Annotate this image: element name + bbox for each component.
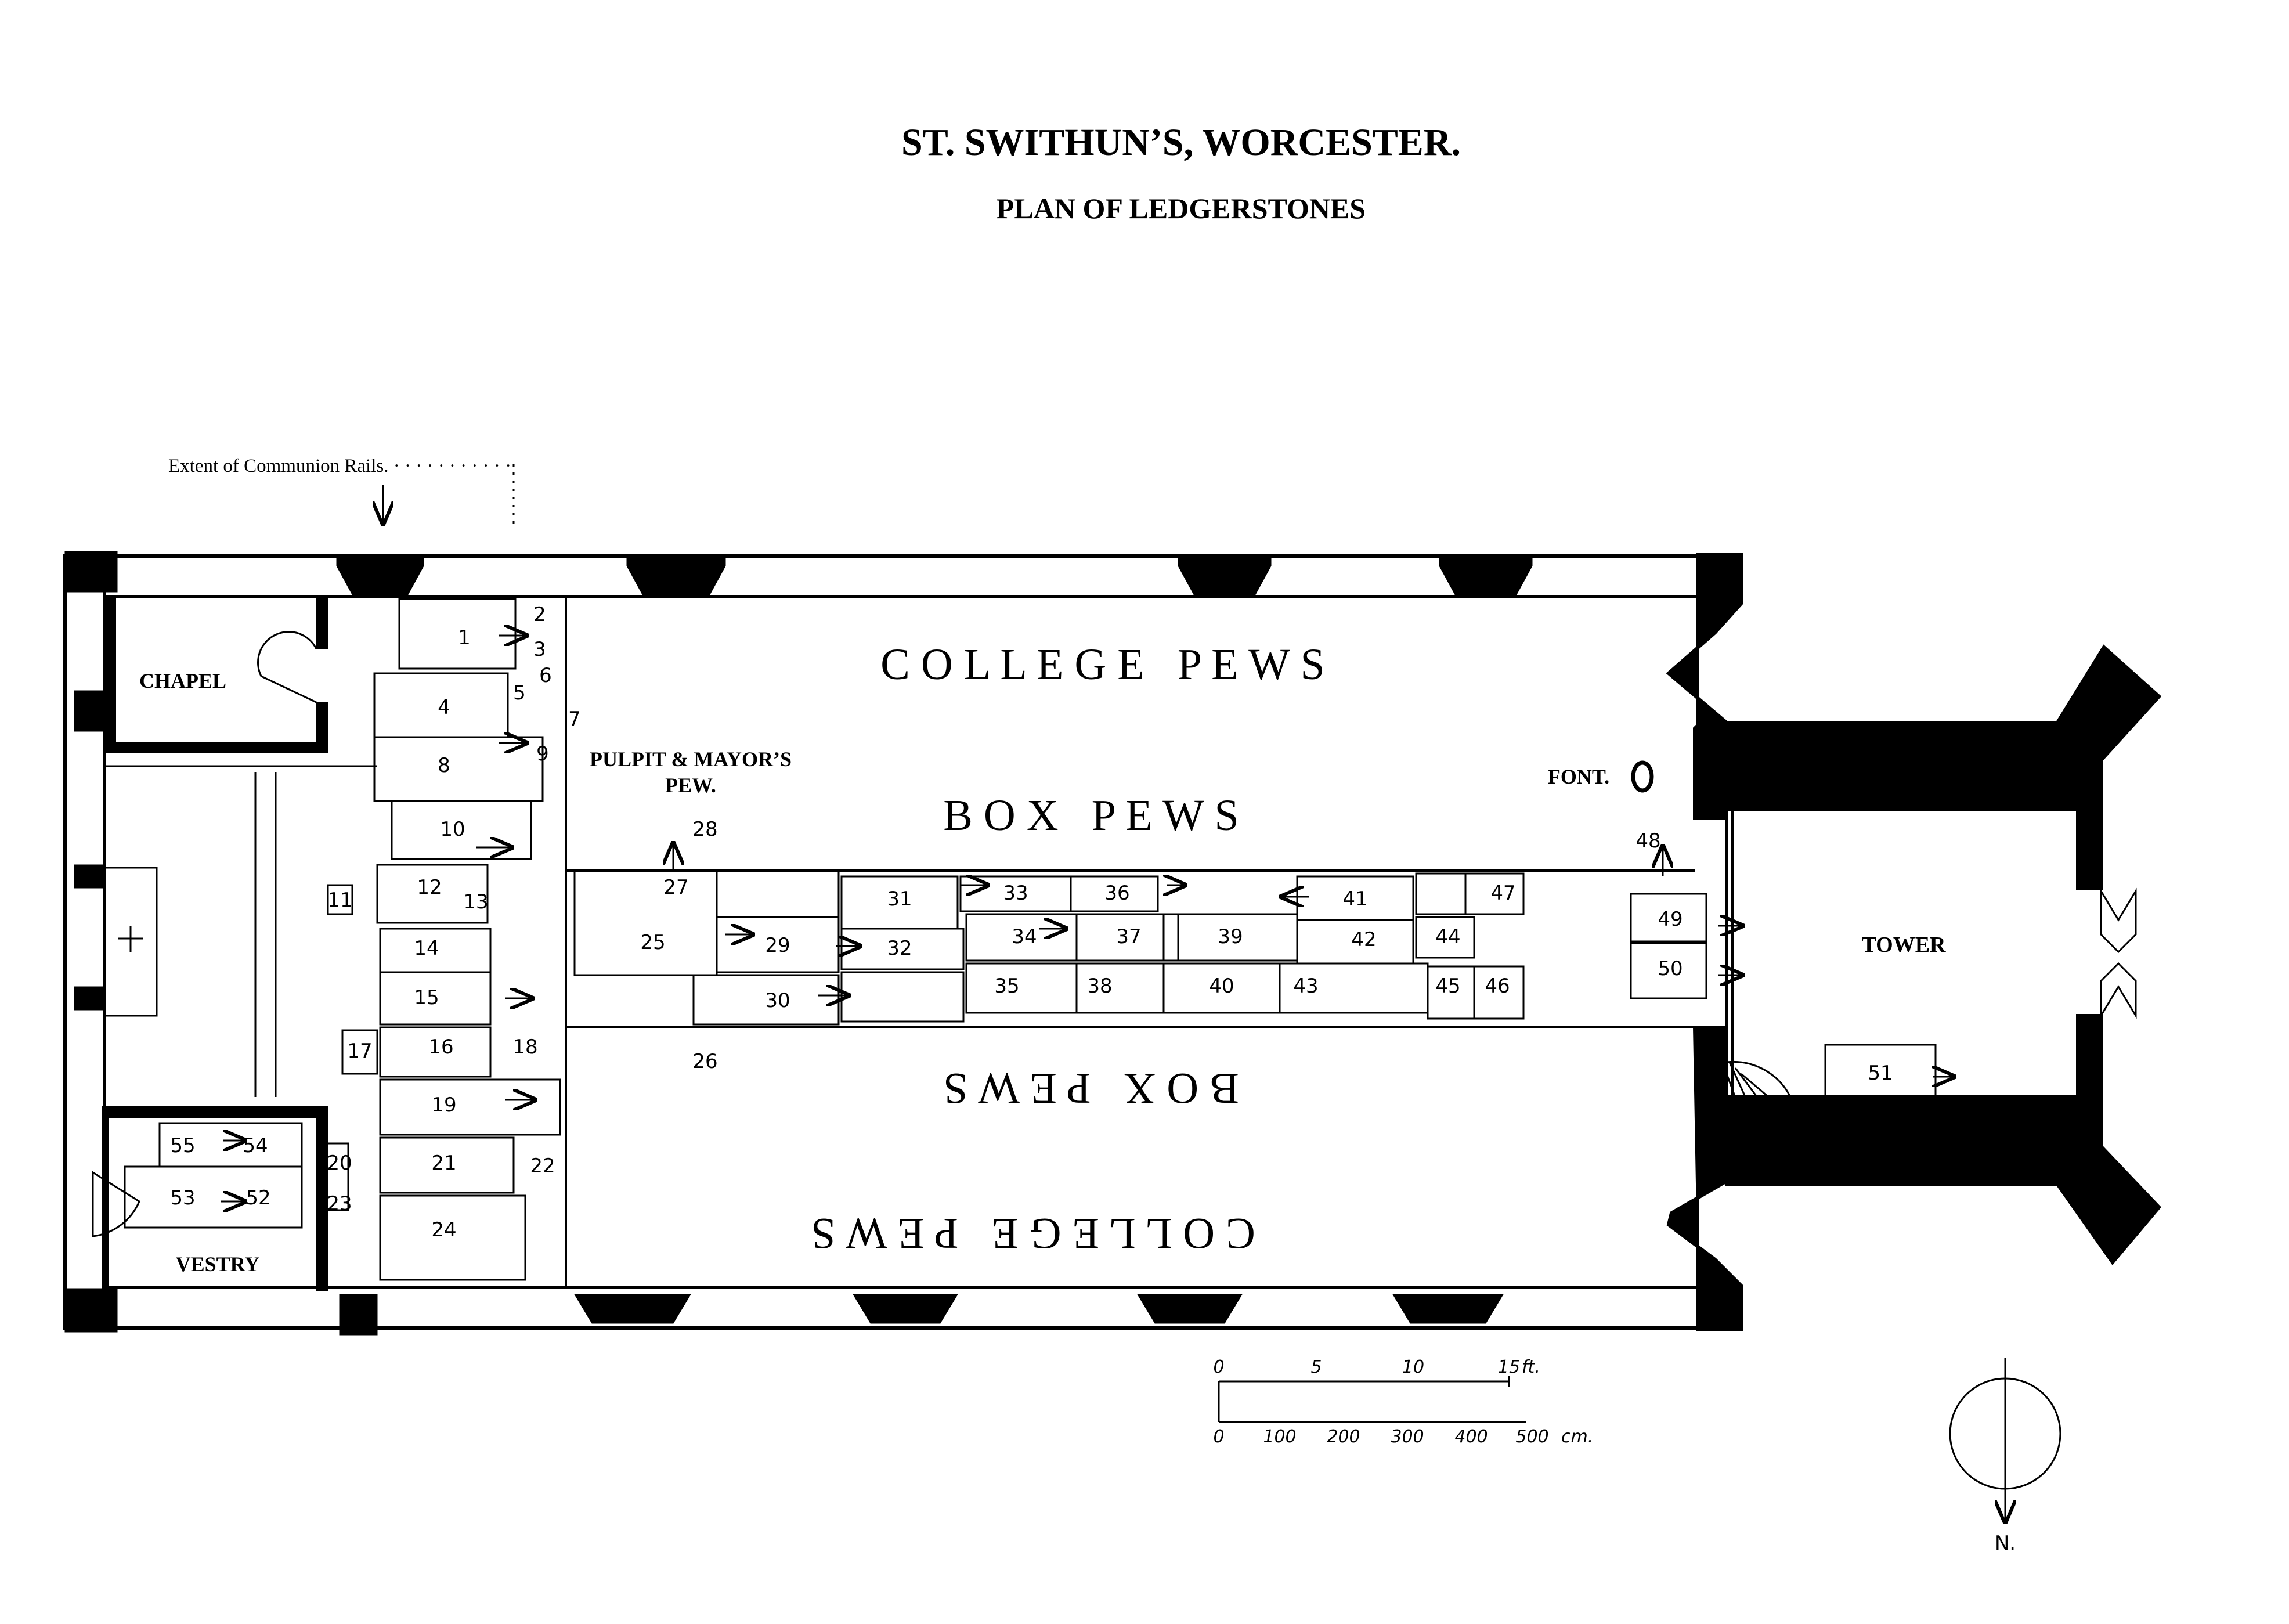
ledgerstone-46: 46	[1485, 975, 1510, 998]
ledgerstone-25: 25	[640, 931, 665, 954]
ledgerstone-27: 27	[663, 876, 688, 899]
vestry-walls	[102, 1106, 328, 1291]
orientation-arrows	[221, 636, 1953, 1201]
communion-rails-indicator	[383, 464, 515, 525]
ledgerstone-47: 47	[1490, 882, 1515, 905]
scale-ft-10: 10	[1402, 1357, 1424, 1377]
ledgerstone-4: 4	[438, 696, 450, 719]
plan-title: ST. SWITHUN’S, WORCESTER.	[901, 121, 1461, 164]
ledgerstone-1: 1	[458, 626, 471, 649]
ledgerstone-labels: 1 2 3 4 5 6 7 8 9 10 11 12 13 14 15 16 1…	[170, 603, 1893, 1242]
ledgerstone-38: 38	[1087, 975, 1112, 998]
college-pews-top-label: C O L L E G E P E W S	[880, 640, 1325, 689]
scale-cm-300: 300	[1391, 1427, 1424, 1447]
altar-cross-icon	[103, 867, 158, 1017]
scale-cm-500: 500	[1515, 1427, 1548, 1447]
ledgerstone-44: 44	[1435, 925, 1460, 948]
ledgerstone-53: 53	[170, 1186, 195, 1210]
ledgerstone-19: 19	[431, 1094, 456, 1117]
ledgerstone-12: 12	[417, 876, 442, 899]
plan-subtitle: PLAN OF LEDGERSTONES	[996, 192, 1366, 225]
box-pews-bottom-label: B O X P E W S	[943, 1064, 1239, 1113]
ledgerstone-3: 3	[533, 638, 546, 661]
box-pews-top-label: B O X P E W S	[943, 791, 1239, 840]
ledgerstone-52: 52	[245, 1186, 270, 1210]
ledgerstone-34: 34	[1012, 925, 1037, 948]
ledgerstone-14: 14	[414, 937, 439, 960]
ledgerstone-26: 26	[692, 1050, 717, 1073]
ledgerstone-10: 10	[440, 818, 465, 841]
scale-cm-400: 400	[1454, 1427, 1488, 1447]
ledgerstone-21: 21	[431, 1152, 456, 1175]
chapel-walls	[104, 597, 328, 753]
ledgerstone-39: 39	[1218, 925, 1243, 948]
ledgerstone-43: 43	[1293, 975, 1318, 998]
scale-ft-unit: ft.	[1522, 1357, 1540, 1377]
ledgerstone-18: 18	[512, 1035, 537, 1059]
ledgerstone-16: 16	[428, 1035, 453, 1059]
font-label: FONT.	[1548, 765, 1609, 788]
ledgerstone-6: 6	[539, 664, 552, 687]
ledgerstone-17: 17	[347, 1040, 372, 1063]
scale-cm-unit: cm.	[1561, 1427, 1593, 1447]
vestry-label: VESTRY	[176, 1253, 260, 1276]
scale-cm-0: 0	[1213, 1427, 1224, 1447]
nave-walls	[63, 551, 1743, 1336]
ledgerstone-55: 55	[170, 1134, 195, 1157]
tower-label: TOWER	[1861, 933, 1946, 957]
scale-cm-200: 200	[1327, 1427, 1360, 1447]
tower-doorway-icon	[2100, 887, 2137, 1019]
font-icon	[1631, 760, 1654, 793]
ledgerstone-36: 36	[1104, 882, 1129, 905]
chapel-label: CHAPEL	[139, 669, 226, 692]
scale-ft-0: 0	[1213, 1357, 1224, 1377]
ledgerstone-15: 15	[414, 986, 439, 1009]
ledgerstone-11: 11	[327, 889, 352, 912]
ledgerstone-48: 48	[1635, 829, 1660, 853]
ledgerstone-23: 23	[327, 1192, 352, 1215]
tower-walls	[1666, 553, 2162, 1331]
college-pews-bottom-label: C O L L E G E P E W S	[811, 1209, 1255, 1258]
ledgerstone-28: 28	[692, 818, 717, 841]
ledgerstone-22: 22	[530, 1154, 555, 1178]
ledgerstone-32: 32	[887, 937, 912, 960]
ledgerstone-49: 49	[1658, 908, 1683, 931]
ledgerstone-2: 2	[533, 603, 546, 626]
vestry-door-icon	[92, 1171, 140, 1237]
scale-ft-15: 15	[1498, 1357, 1520, 1377]
ledgerstone-42: 42	[1351, 928, 1376, 951]
ledgerstone-50: 50	[1658, 957, 1683, 980]
ledgerstone-45: 45	[1435, 975, 1460, 998]
ledgerstone-51: 51	[1868, 1062, 1893, 1085]
ledgerstone-29: 29	[765, 934, 790, 957]
ledgerstone-30: 30	[765, 989, 790, 1012]
north-label: N.	[1995, 1532, 2016, 1555]
ledgerstone-9: 9	[536, 742, 549, 766]
chancel-lines	[104, 765, 377, 1097]
scale-ft-5: 5	[1310, 1357, 1322, 1377]
ledgerstone-41: 41	[1342, 887, 1367, 911]
scale-cm-100: 100	[1263, 1427, 1296, 1447]
ledgerstone-7: 7	[568, 708, 581, 731]
scale-bar: 0 5 10 15 ft. 0 100 200 300 400 500 cm.	[1213, 1357, 1593, 1447]
spiral-stair-icon	[1725, 1060, 1792, 1129]
pulpit-label-line2: PEW.	[665, 774, 716, 797]
ledgerstone-35: 35	[994, 975, 1019, 998]
chapel-door-icon	[257, 631, 317, 703]
ledgerstone-8: 8	[438, 754, 450, 777]
communion-rails-note: Extent of Communion Rails. · · · · · · ·…	[168, 456, 512, 477]
ledgerstone-31: 31	[887, 887, 912, 911]
ledgerstone-40: 40	[1209, 975, 1234, 998]
ledgerstone-20: 20	[327, 1152, 352, 1175]
ledgerstone-33: 33	[1003, 882, 1028, 905]
ledgerstone-37: 37	[1116, 925, 1141, 948]
pulpit-label-line1: PULPIT & MAYOR’S	[590, 748, 792, 771]
ledgerstone-54: 54	[243, 1134, 268, 1157]
north-arrow-icon	[1949, 1358, 2061, 1521]
ledgerstone-13: 13	[463, 890, 488, 914]
ledgerstone-24: 24	[431, 1218, 456, 1242]
ledgerstone-5: 5	[513, 681, 526, 705]
